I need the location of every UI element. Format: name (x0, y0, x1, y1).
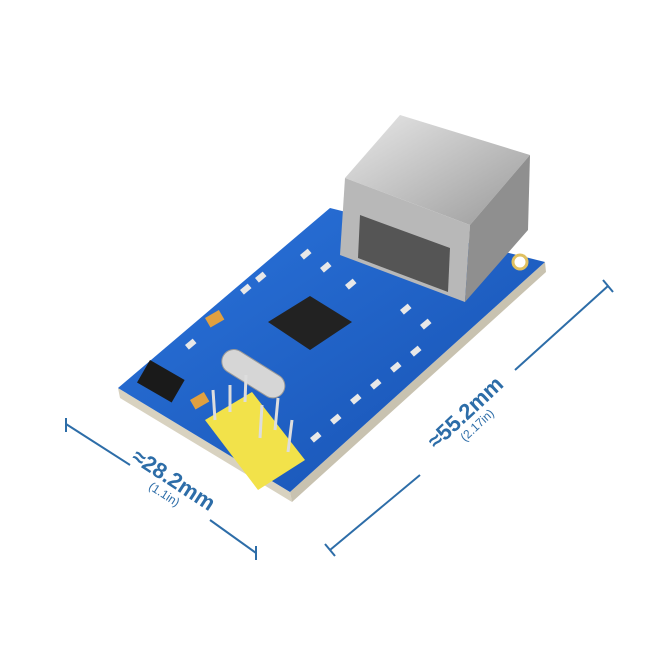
rj45-jack-side (465, 155, 530, 302)
header-pins (211, 374, 294, 453)
length-dimension-line (514, 285, 609, 371)
tantalum-capacitor (190, 391, 210, 410)
mounting-hole (511, 253, 529, 271)
length-dimension-line (329, 474, 421, 551)
smd-components (185, 248, 432, 443)
rj45-port-opening (358, 215, 450, 292)
width-dimension-line (209, 519, 257, 554)
tantalum-capacitor (204, 310, 225, 328)
rj45-jack-top (345, 115, 530, 225)
pcb-edge-right (290, 262, 546, 502)
voltage-regulator (137, 360, 185, 403)
width-dimension-line (65, 423, 131, 466)
pin-header (205, 392, 305, 490)
ethernet-controller-chip (268, 296, 352, 350)
